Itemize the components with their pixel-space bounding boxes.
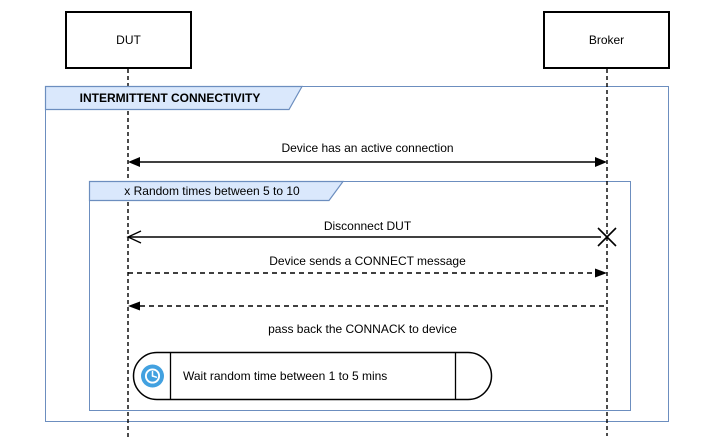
message-label-active-connection: Device has an active connection xyxy=(281,141,454,155)
arrowhead-connack-icon xyxy=(128,301,140,311)
message-label-connect: Device sends a CONNECT message xyxy=(269,254,466,268)
clock-icon xyxy=(141,364,164,388)
frame-loop xyxy=(89,181,631,411)
frame-intermittent-connectivity xyxy=(45,86,669,422)
message-label-disconnect: Disconnect DUT xyxy=(323,219,412,233)
arrowhead-right-icon xyxy=(595,157,607,167)
open-arrowhead-icon xyxy=(126,230,142,244)
actor-label-dut: DUT xyxy=(116,33,141,47)
message-label-connack: pass back the CONNACK to device xyxy=(268,322,457,336)
actor-label-broker: Broker xyxy=(588,33,625,47)
frame-header-outer xyxy=(44,85,304,111)
arrowhead-connect-icon xyxy=(595,268,607,278)
actor-box-broker: Broker xyxy=(543,11,670,69)
wait-activity-shape xyxy=(132,351,493,401)
arrowhead-left-icon xyxy=(128,157,140,167)
destroy-x-icon xyxy=(597,227,617,247)
wait-activity-label: Wait random time between 1 to 5 mins xyxy=(183,369,388,383)
actor-box-dut: DUT xyxy=(65,11,192,69)
frame-header-label-loop: x Random times between 5 to 10 xyxy=(124,184,300,198)
frame-header-label-outer: INTERMITTENT CONNECTIVITY xyxy=(79,91,261,105)
frame-header-loop xyxy=(88,180,345,202)
